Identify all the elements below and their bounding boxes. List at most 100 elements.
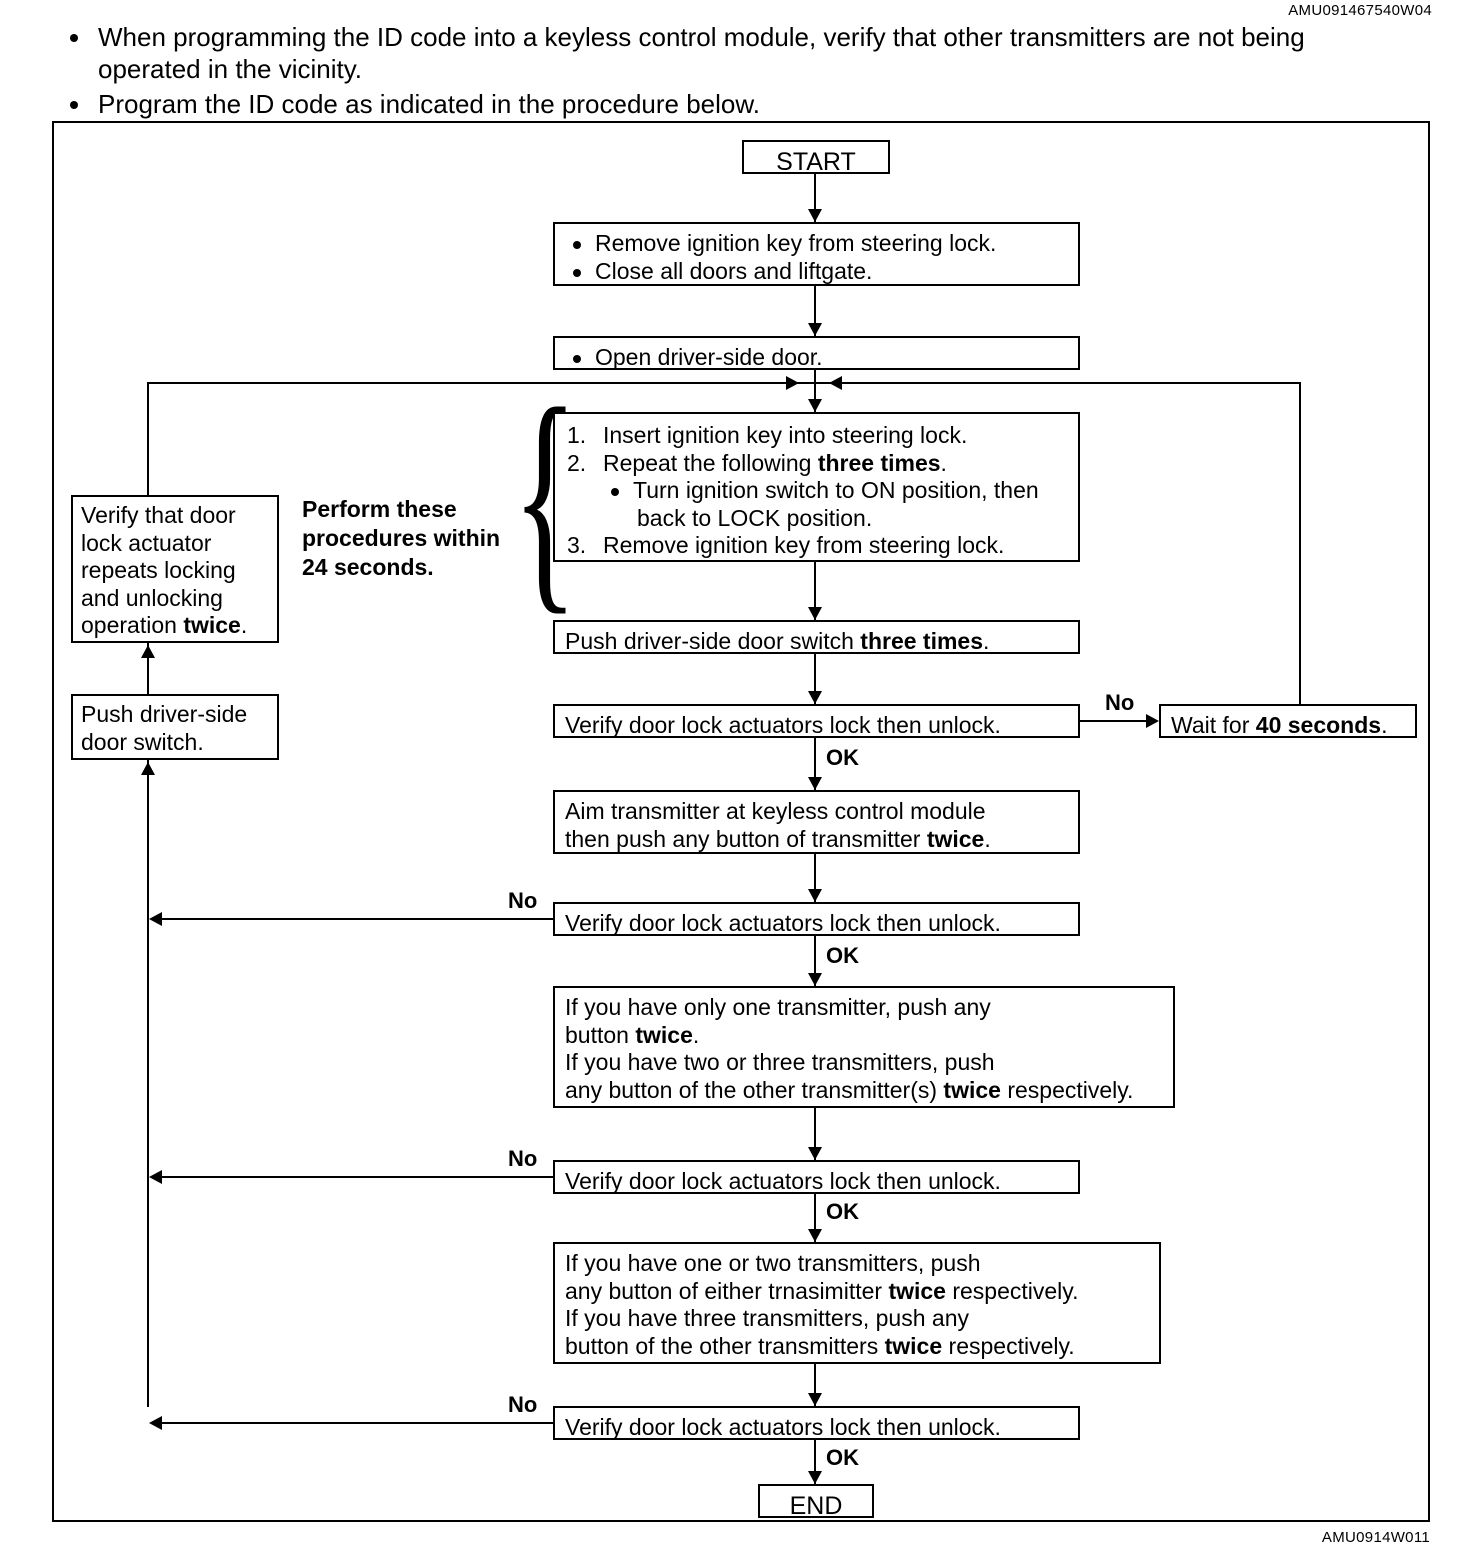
text-a: Push driver-side door switch — [565, 628, 861, 654]
emphasis: twice — [926, 825, 985, 852]
emphasis: three times — [817, 449, 941, 476]
text-a: any button of the other transmitter(s) — [565, 1076, 944, 1103]
bullet-icon — [573, 355, 581, 363]
transmitters-a-line3: If you have two or three transmitters, p… — [565, 1049, 995, 1076]
arrowhead-up-icon — [141, 645, 155, 658]
node-end: END — [758, 1484, 874, 1520]
arrowhead-left-icon — [149, 912, 162, 926]
step-number: 3. — [567, 532, 587, 559]
node-verify-actuators-4: Verify door lock actuators lock then unl… — [553, 1406, 1080, 1440]
arrowhead-right-icon — [1146, 714, 1159, 728]
text-c: respectively. — [942, 1332, 1075, 1359]
arrowhead-down-icon — [808, 691, 822, 704]
node-transmitters-option-b: If you have one or two transmitters, pus… — [553, 1242, 1161, 1364]
text-a: button of the other transmitters — [565, 1332, 885, 1359]
note-item: Program the ID code as indicated in the … — [62, 89, 1392, 121]
ignition-step-3: 3. Remove ignition key from steering loc… — [565, 532, 1068, 560]
node-aim-transmitter: Aim transmitter at keyless control modul… — [553, 790, 1080, 854]
emphasis: twice — [943, 1076, 1001, 1103]
node-push-door-switch-three-times: Push driver-side door switch three times… — [553, 620, 1080, 654]
arrowhead-down-icon — [808, 973, 822, 986]
text: Remove ignition key from steering lock. — [595, 230, 997, 256]
connector-ignition-to-push3x — [814, 562, 816, 620]
text: Wait for 40 seconds. — [1171, 712, 1387, 738]
arrowhead-down-icon — [808, 889, 822, 902]
edge-label-no-3: No — [508, 1146, 538, 1171]
node-verify-actuators-2: Verify door lock actuators lock then unl… — [553, 902, 1080, 936]
node-prepare: Remove ignition key from steering lock. … — [553, 222, 1080, 286]
loop-push-line1: Push driver-side — [81, 701, 248, 727]
emphasis: twice — [183, 612, 241, 639]
note-text: When programming the ID code into a keyl… — [98, 22, 1305, 84]
text-c: . — [983, 628, 990, 654]
edge-label-no-2: No — [508, 888, 538, 913]
connector-transmitters-b-to-verify4 — [814, 1364, 816, 1406]
text-c: . — [1381, 712, 1388, 738]
document-code-top-right: AMU091467540W04 — [1288, 2, 1432, 19]
intro-notes: When programming the ID code into a keyl… — [62, 22, 1392, 124]
node-verify-actuators-3: Verify door lock actuators lock then unl… — [553, 1160, 1080, 1194]
edge-label-ok-2: OK — [826, 943, 859, 968]
connector-aim-to-verify2 — [814, 854, 816, 902]
text-c: respectively. — [1000, 1076, 1134, 1103]
edge-label-ok-3: OK — [826, 1199, 859, 1224]
text: Turn ignition switch to ON position, the… — [633, 477, 1039, 504]
text-a: button — [565, 1021, 636, 1048]
document-code-bottom-right: AMU0914W011 — [1321, 1529, 1430, 1546]
bullet-icon — [70, 34, 78, 42]
bullet-icon — [611, 488, 619, 497]
loop-verify-line3: repeats locking — [81, 557, 236, 584]
connector-start-to-prep — [814, 174, 816, 222]
text: Close all doors and liftgate. — [595, 257, 873, 284]
text-a: any button of either trnasimitter — [565, 1277, 889, 1304]
branch-no-3-line — [160, 1176, 553, 1178]
text-c: . — [984, 825, 991, 852]
side-note-line2: procedures within — [302, 524, 501, 551]
arrowhead-down-icon — [808, 607, 822, 620]
transmitters-b-line2: any button of either trnasimitter twice … — [565, 1278, 1149, 1306]
verify-1-text: Verify door lock actuators lock then unl… — [565, 712, 1001, 738]
bullet-icon — [70, 100, 78, 109]
emphasis: twice — [888, 1277, 946, 1304]
loop-verify-line1: Verify that door — [81, 502, 236, 528]
side-note-line3: 24 seconds. — [302, 553, 434, 580]
text-a: then push any button of transmitter — [565, 825, 927, 852]
connector-prep-to-opendoor — [814, 286, 816, 336]
node-prepare-line1: Remove ignition key from steering lock. — [565, 230, 1068, 258]
arrowhead-down-icon — [808, 1393, 822, 1406]
verify-4-text: Verify door lock actuators lock then unl… — [565, 1414, 1001, 1440]
text-c: respectively. — [945, 1277, 1079, 1304]
node-verify-actuator-repeats: Verify that door lock actuator repeats l… — [71, 495, 279, 643]
loop-verify-line4: and unlocking — [81, 584, 223, 611]
edge-label-no-4: No — [508, 1392, 538, 1417]
verify-2-text: Verify door lock actuators lock then unl… — [565, 910, 1001, 936]
arrowhead-left-icon — [149, 1416, 162, 1430]
arrowhead-right-icon — [786, 376, 799, 390]
node-prepare-line2: Close all doors and liftgate. — [565, 258, 1068, 286]
text: Remove ignition key from steering lock. — [603, 532, 1005, 559]
arrowhead-down-icon — [808, 1229, 822, 1242]
bullet-icon — [573, 241, 581, 249]
loopback-right-vertical — [1299, 382, 1301, 705]
node-transmitters-option-a: If you have only one transmitter, push a… — [553, 986, 1175, 1108]
arrowhead-down-icon — [808, 399, 822, 412]
edge-label-ok-1: OK — [826, 745, 859, 770]
node-open-driver-door: Open driver-side door. — [553, 336, 1080, 370]
text-c: . — [240, 612, 248, 639]
arrowhead-up-icon — [141, 762, 155, 775]
edge-label-no-1: No — [1105, 690, 1135, 715]
transmitters-a-line4: any button of the other transmitter(s) t… — [565, 1077, 1163, 1105]
connector-push3x-to-verify1 — [814, 654, 816, 704]
node-wait-40-seconds: Wait for 40 seconds. — [1159, 704, 1417, 738]
text: . — [940, 449, 947, 476]
note-item: When programming the ID code into a keyl… — [62, 22, 1392, 86]
ignition-step-2: 2. Repeat the following three times. — [565, 450, 1068, 478]
node-verify-actuators-1: Verify door lock actuators lock then unl… — [553, 704, 1080, 738]
step-number: 2. — [567, 449, 587, 476]
loopback-right-horizontal — [815, 382, 1301, 384]
node-loop-push-door-switch: Push driver-side door switch. — [71, 694, 279, 760]
node-start-label: START — [776, 148, 856, 176]
connector-verify4-to-end — [814, 1440, 816, 1484]
node-start: START — [742, 140, 890, 176]
